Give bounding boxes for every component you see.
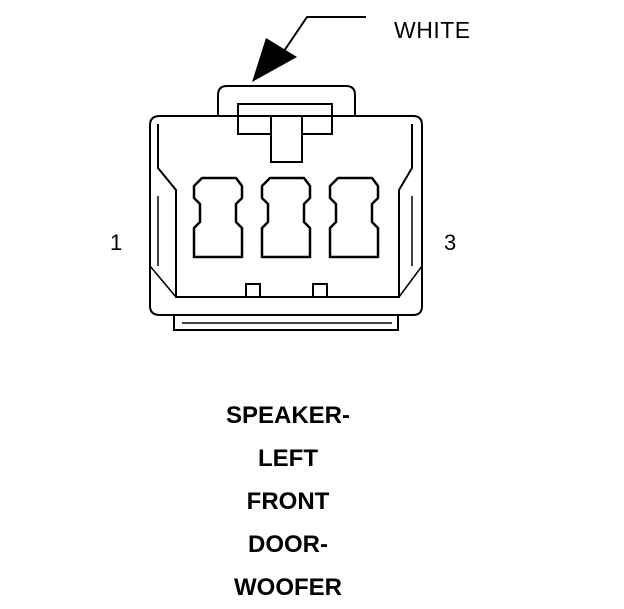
connector-corner-right (398, 265, 423, 298)
color-callout-label: WHITE (394, 17, 471, 43)
title-line: SPEAKER- (225, 402, 351, 429)
lock-tab-latch (270, 115, 303, 163)
pin-number-right: 3 (444, 230, 457, 255)
pin-number-left: 1 (110, 230, 123, 255)
lock-tab (217, 85, 356, 116)
terminal-cavity (328, 176, 380, 259)
connector-body-outer (149, 115, 423, 316)
terminal-cavity (260, 176, 312, 259)
title-line: LEFT (258, 445, 318, 472)
title-line: WOOFER (234, 574, 342, 601)
callout-leader-line (281, 16, 366, 55)
callout-arrowhead (252, 38, 297, 82)
title-line: FRONT (246, 488, 330, 515)
connector-base-rail (173, 315, 399, 331)
bottom-notch-left (245, 283, 261, 298)
terminal-cavity (192, 176, 244, 259)
bottom-notch-right (312, 283, 328, 298)
title-line: DOOR- (248, 531, 328, 558)
connector-corner-left (149, 265, 177, 298)
connector-body-inner (157, 124, 413, 298)
connector-title: SPEAKER- LEFT FRONT DOOR- WOOFER (188, 394, 388, 609)
